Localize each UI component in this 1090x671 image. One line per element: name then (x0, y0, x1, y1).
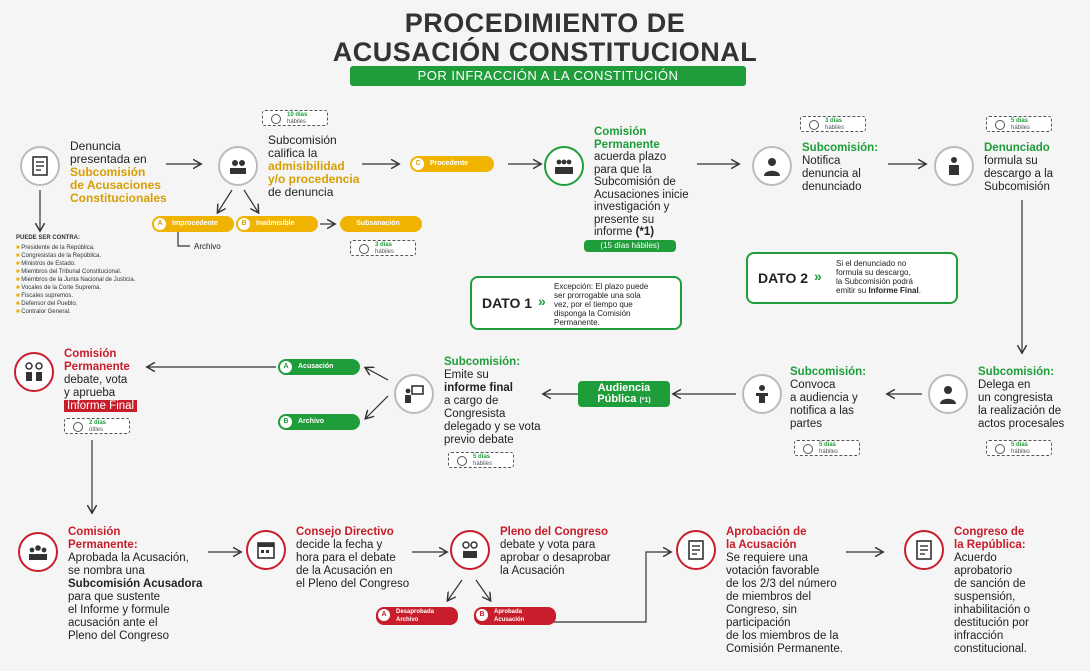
document-icon (676, 530, 716, 570)
assembly-icon (544, 146, 584, 186)
step-comision-debate-text: Comisión Permanente debate, vota y aprue… (64, 348, 156, 413)
list-item: ■ Ministros de Estado. (16, 261, 76, 267)
presentation-icon (394, 374, 434, 414)
vote-icon (450, 530, 490, 570)
step-denunciado-text: Denunciado formula su descargo a la Subc… (984, 142, 1054, 193)
document-icon (904, 530, 944, 570)
step-consejo-directivo-text: Consejo Directivo decide la fecha y hora… (296, 526, 410, 590)
calendar-icon (246, 530, 286, 570)
step-informe-final-text: Subcomisión: Emite su informe final a ca… (444, 356, 541, 446)
list-item: ■ Presidente de la República. (16, 245, 95, 251)
voting-icon (14, 352, 54, 392)
archivo-label: Archivo (194, 242, 221, 251)
document-icon (20, 146, 60, 186)
puede-ser-contra-list: PUEDE SER CONTRA: ■ Presidente de la Rep… (16, 234, 186, 316)
step-subcomision-acusadora-text: Comisión Permanente: Aprobada la Acusaci… (68, 526, 203, 642)
list-item: ■ Congresistas de la República. (16, 253, 102, 259)
list-item: ■ Defensor del Pueblo. (16, 301, 78, 307)
audiencia-publica-bar: Audiencia Pública (*1) (578, 381, 670, 407)
podium-person-icon (934, 146, 974, 186)
person-icon (752, 146, 792, 186)
page-title-line2: ACUSACIÓN CONSTITUCIONAL (332, 37, 758, 67)
committee-icon (218, 146, 258, 186)
person-icon (928, 374, 968, 414)
step-comision-plazo-text: Comisión Permanente acuerda plazo para q… (594, 126, 689, 238)
step-notifica-text: Subcomisión: Notifica denuncia al denunc… (802, 142, 879, 193)
page-title-line1: PROCEDIMIENTO DE (404, 8, 686, 38)
step-convoca-text: Subcomisión: Convoca a audiencia y notif… (790, 366, 867, 430)
list-item: ■ Vocales de la Corte Suprema. (16, 285, 102, 291)
speaker-icon (742, 374, 782, 414)
list-item: ■ Fiscales supremos. (16, 293, 73, 299)
plazo-bar: (15 días hábiles) (584, 240, 676, 252)
page-subtitle: POR INFRACCIÓN A LA CONSTITUCIÓN (350, 66, 746, 86)
step-denuncia-text: Denuncia presentada en Subcomisión de Ac… (70, 139, 167, 205)
step-congreso-text: Congreso de la República: Acuerdo aproba… (954, 526, 1031, 655)
subsanacion-pill: Subsanación (340, 216, 422, 232)
list-item: ■ Miembros de la Junta Nacional de Justi… (16, 277, 136, 283)
step-califica-text: Subcomisión califica la admisibilidad y/… (268, 133, 360, 199)
step-aprobacion-text: Aprobación de la Acusación Se requiere u… (726, 526, 843, 655)
list-item: ■ Contralor General. (16, 309, 71, 315)
step-delega-text: Subcomisión: Delega en un congresista la… (978, 366, 1065, 430)
group-icon (18, 532, 58, 572)
step-pleno-text: Pleno del Congreso debate y vota para ap… (500, 526, 611, 577)
list-item: ■ Miembros del Tribunal Constitucional. (16, 269, 122, 275)
